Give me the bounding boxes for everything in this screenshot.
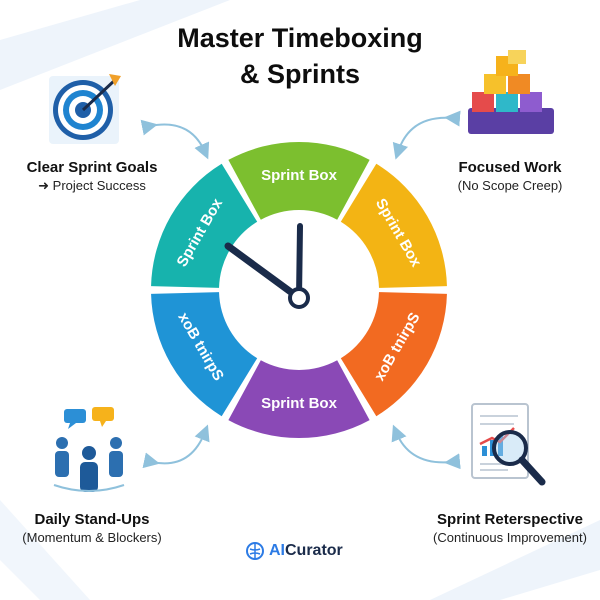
clock-segment <box>151 163 258 288</box>
clock-segment <box>228 142 370 220</box>
clock-segment <box>151 292 258 417</box>
brand-name: Curator <box>285 542 343 559</box>
title-line-1: Master Timeboxing <box>177 23 423 53</box>
corner-top-right: Focused Work (No Scope Creep) <box>410 158 600 195</box>
report-magnifier-icon <box>471 403 546 486</box>
arrow-bottom-right <box>391 424 461 470</box>
team-icon <box>53 407 125 492</box>
clock-segment <box>228 360 370 439</box>
target-icon <box>49 74 121 144</box>
corner-subtext: (Momentum & Blockers) <box>22 530 162 545</box>
page-title: Master Timeboxing & Sprints <box>0 20 600 92</box>
corner-subtext: ➜ Project Success <box>38 178 146 193</box>
corner-heading: Focused Work <box>458 159 562 176</box>
segment-label: Sprint Box <box>261 167 337 184</box>
arrow-bottom-left <box>142 424 210 469</box>
clock-segment <box>340 292 447 417</box>
brand-ai: AI <box>269 542 285 559</box>
corner-heading: Clear Sprint Goals <box>26 159 158 176</box>
corner-top-left: Clear Sprint Goals ➜ Project Success <box>0 158 192 195</box>
corner-bottom-left: Daily Stand-Ups (Momentum & Blockers) <box>0 510 192 547</box>
minute-hand <box>296 223 303 301</box>
corner-subtext: (Continuous Improvement) <box>433 530 587 545</box>
corner-subtext: (No Scope Creep) <box>457 178 563 193</box>
title-line-2: & Sprints <box>239 59 360 89</box>
segment-label: Sprint Box <box>261 395 337 412</box>
hour-hand <box>224 242 303 302</box>
blocks-icon <box>468 50 554 134</box>
arrow-top-right <box>392 110 461 160</box>
corner-heading: Sprint Reterspective <box>437 511 583 528</box>
corner-heading: Daily Stand-Ups <box>34 511 150 528</box>
clock-segment <box>340 163 447 288</box>
corner-bottom-right: Sprint Reterspective (Continuous Improve… <box>410 510 600 547</box>
brain-icon <box>246 542 264 560</box>
arrow-top-left <box>140 119 210 160</box>
clock-hub <box>288 287 310 309</box>
